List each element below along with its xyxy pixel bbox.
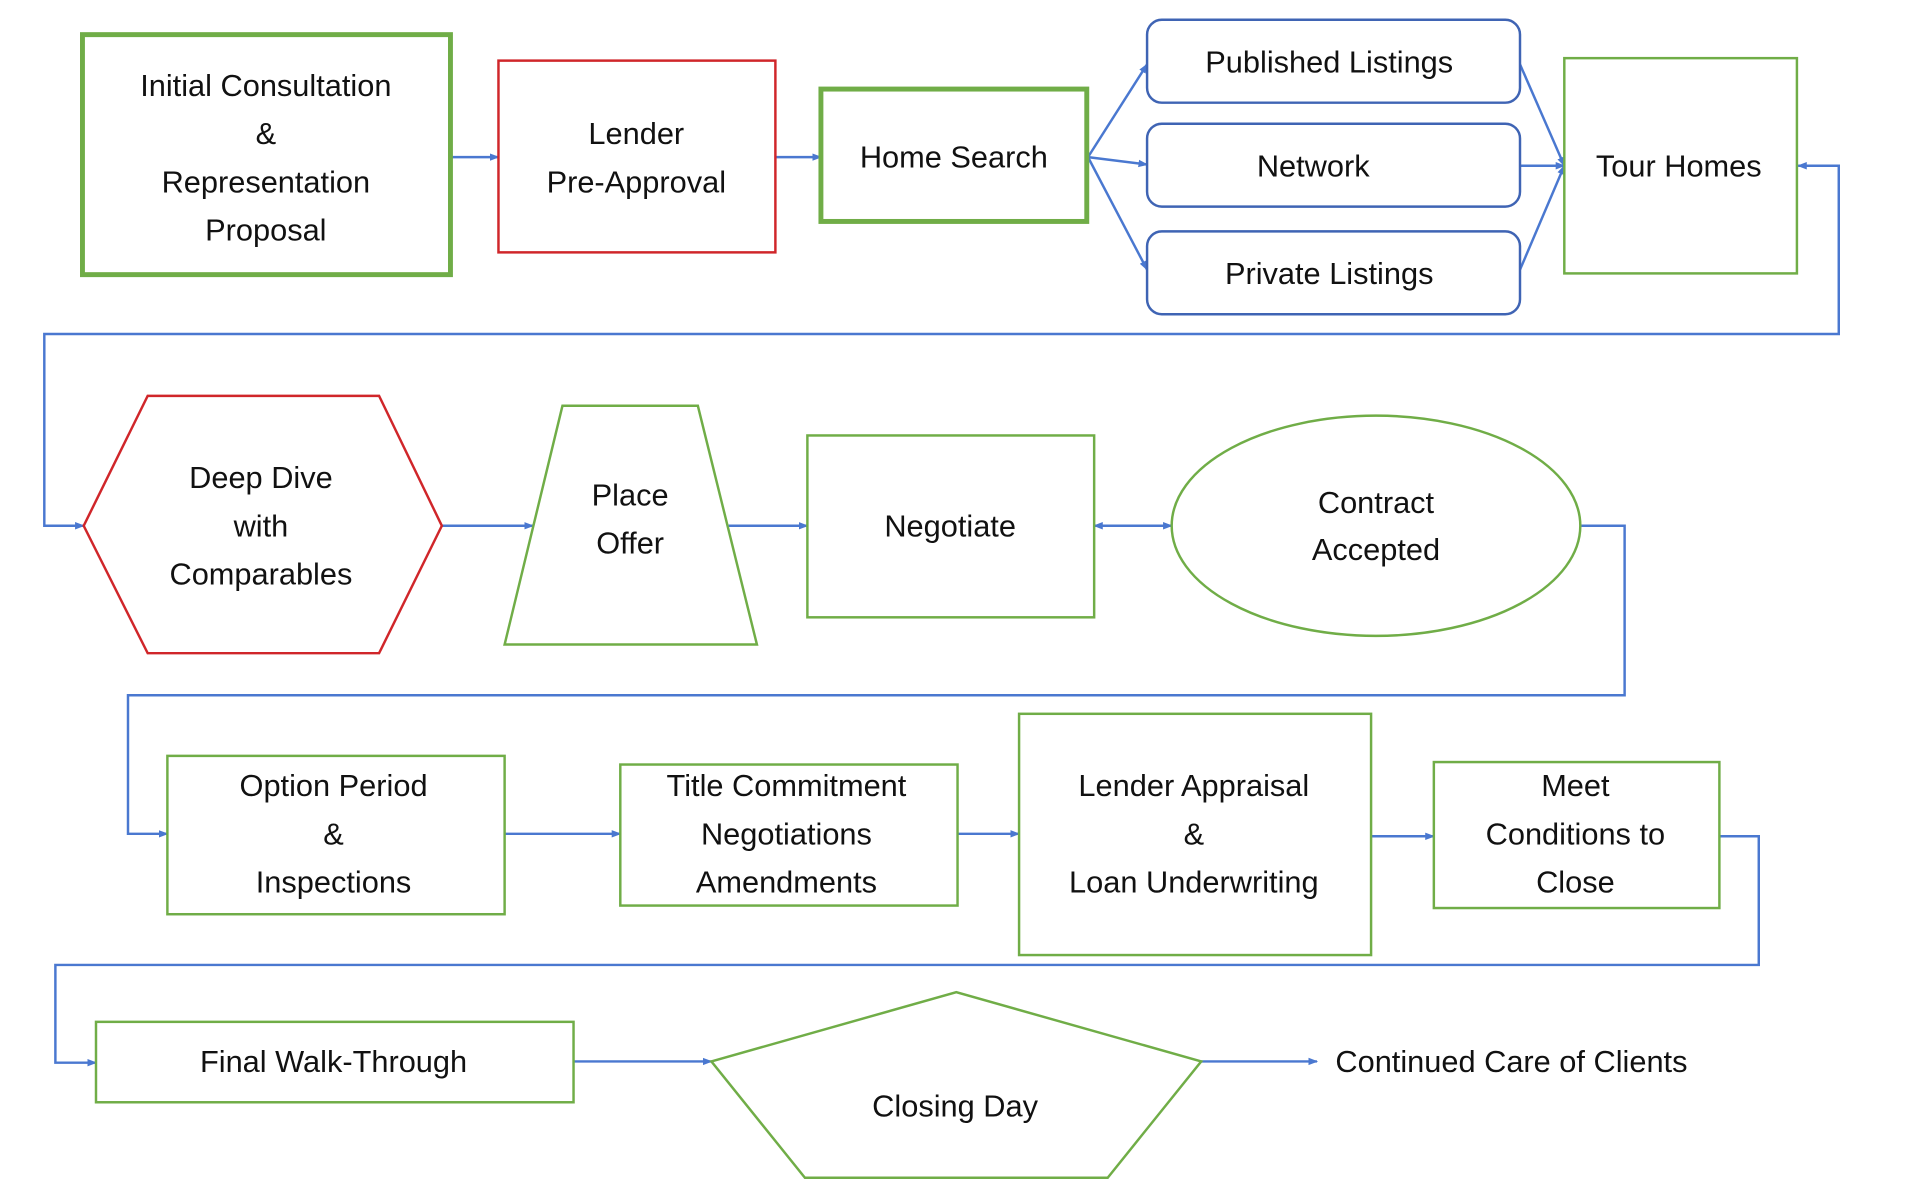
arrow-published-tour: [1518, 63, 1566, 167]
arrow-search-published: [1086, 63, 1149, 158]
node-final-walkthrough: Final Walk-Through: [94, 1020, 575, 1104]
node-label: &: [1184, 816, 1205, 851]
node-label: Initial Consultation: [140, 68, 391, 103]
node-contract-accepted: Contract Accepted: [1170, 414, 1582, 638]
node-label: Tour Homes: [1596, 148, 1762, 183]
node-label: Lender Appraisal: [1078, 768, 1309, 803]
node-label: Option Period: [240, 768, 428, 803]
node-home-search: Home Search: [818, 86, 1090, 224]
node-label: Home Search: [860, 140, 1048, 175]
continued-care-label: Continued Care of Clients: [1335, 1044, 1687, 1079]
node-option-period: Option Period & Inspections: [166, 754, 506, 916]
node-label: Network: [1257, 148, 1370, 183]
connector-conditions-walkthrough: [54, 835, 1760, 1067]
node-initial-consultation: Initial Consultation & Representation Pr…: [80, 32, 453, 278]
connector-accepted-option: [126, 524, 1626, 838]
node-label: Title Commitment: [667, 768, 907, 803]
node-label: Deep Dive: [189, 460, 333, 495]
node-lender-appraisal: Lender Appraisal & Loan Underwriting: [1017, 712, 1373, 957]
node-label: Close: [1536, 865, 1615, 900]
node-label: Negotiations: [701, 816, 872, 851]
node-label: Negotiate: [884, 508, 1016, 543]
node-label: Loan Underwriting: [1069, 865, 1319, 900]
node-label: Pre-Approval: [547, 164, 726, 199]
node-label: Final Walk-Through: [200, 1044, 467, 1079]
node-label: Representation: [162, 164, 371, 199]
arrow-private-tour: [1518, 164, 1566, 271]
node-label: Closing Day: [872, 1088, 1038, 1123]
node-label: Offer: [596, 526, 664, 561]
node-label: with: [233, 508, 289, 543]
node-label: Comparables: [169, 556, 352, 591]
node-negotiate: Negotiate: [806, 434, 1096, 619]
node-published-listings: Published Listings: [1145, 18, 1522, 104]
node-label: Accepted: [1312, 532, 1440, 567]
connector-tour-deepdive: [43, 162, 1840, 530]
node-lender-preapproval: Lender Pre-Approval: [497, 59, 777, 254]
node-label: &: [323, 816, 344, 851]
node-meet-conditions: Meet Conditions to Close: [1432, 760, 1721, 910]
connectors: [43, 63, 1840, 1067]
node-label: Lender: [588, 116, 684, 151]
node-label: &: [256, 116, 277, 151]
node-tour-homes: Tour Homes: [1563, 56, 1799, 275]
node-label: Place: [592, 477, 669, 512]
node-network: Network: [1145, 122, 1522, 208]
node-label: Proposal: [205, 213, 326, 248]
node-label: Meet: [1541, 768, 1610, 803]
node-label: Inspections: [256, 865, 412, 900]
node-label: Contract: [1318, 485, 1435, 520]
arrow-search-network: [1087, 155, 1149, 168]
node-title-commitment: Title Commitment Negotiations Amendments: [619, 763, 959, 907]
node-deep-dive: Deep Dive with Comparables: [82, 394, 444, 655]
arrow-search-private: [1086, 156, 1149, 271]
node-label: Private Listings: [1225, 256, 1434, 291]
node-label: Conditions to: [1486, 816, 1665, 851]
node-label: Amendments: [696, 865, 877, 900]
node-place-offer: Place Offer: [503, 404, 759, 646]
node-private-listings: Private Listings: [1145, 230, 1522, 316]
node-label: Published Listings: [1205, 44, 1453, 79]
node-closing-day: Closing Day: [709, 990, 1204, 1179]
